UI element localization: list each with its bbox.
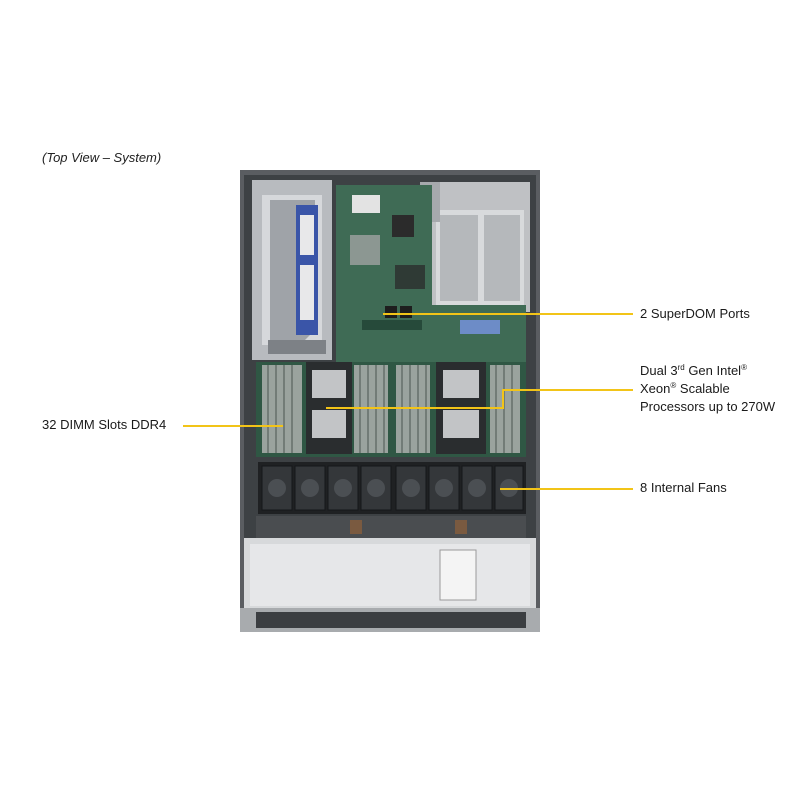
superdom-ports-label: 2 SuperDOM Ports <box>640 306 750 321</box>
superdom-callout-line <box>383 313 633 315</box>
fans-callout-line <box>500 488 633 490</box>
fan-row <box>258 462 526 514</box>
cpu-callout-line-top <box>502 389 633 391</box>
dimm-callout-line <box>183 425 283 427</box>
dimm-slots-label: 32 DIMM Slots DDR4 <box>42 417 167 432</box>
motherboard <box>336 185 526 365</box>
front-drive-cover <box>240 538 540 632</box>
superdom-port-1 <box>385 306 397 318</box>
dimm-slots <box>262 365 520 453</box>
processors-label: Dual 3rd Gen Intel® Xeon® Scalable Proce… <box>640 363 776 414</box>
superdom-port-2 <box>400 306 412 318</box>
internal-fans-label: 8 Internal Fans <box>640 480 727 495</box>
cpu-callout-line-vertical <box>502 389 504 409</box>
dimm-cpu-area <box>256 362 526 457</box>
pcie-riser-bracket <box>252 180 332 360</box>
cable-tray <box>256 516 526 538</box>
service-label <box>439 549 477 601</box>
cpu-callout-line-bottom <box>326 407 504 409</box>
view-caption: (Top View – System) <box>42 150 162 165</box>
power-supply-cover <box>420 182 530 312</box>
